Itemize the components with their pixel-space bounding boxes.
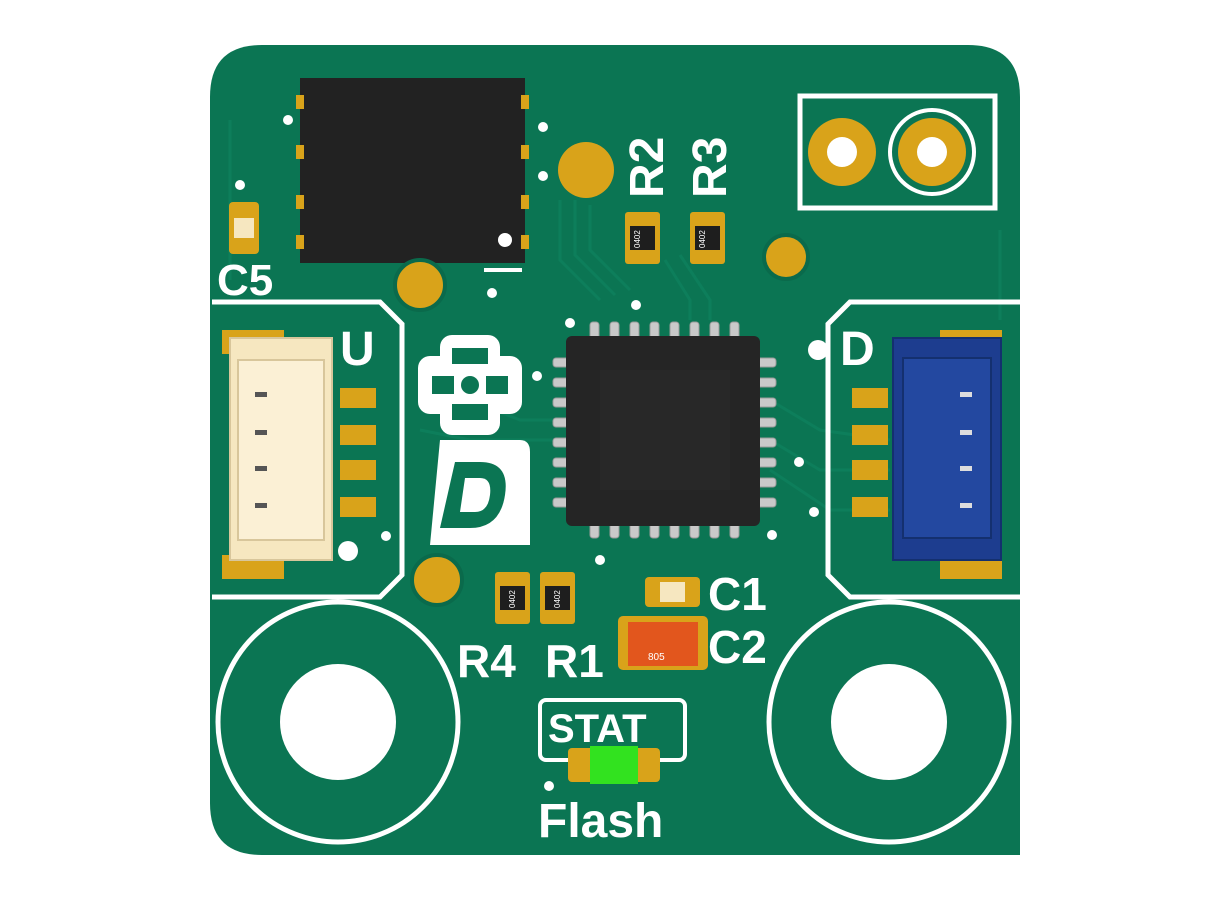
label-c5: C5 bbox=[217, 256, 273, 305]
mcu-chip bbox=[552, 321, 777, 539]
mark-c2: 805 bbox=[648, 652, 665, 663]
connector-d-outline bbox=[825, 299, 1020, 600]
resistor-r1: 0402 bbox=[540, 572, 575, 624]
label-c2: C2 bbox=[708, 621, 767, 673]
label-c1: C1 bbox=[708, 568, 767, 620]
resistor-r4: 0402 bbox=[495, 572, 530, 624]
label-stat: STAT bbox=[548, 707, 647, 751]
label-r2: R2 bbox=[621, 137, 674, 198]
capacitor-c5 bbox=[229, 202, 259, 254]
connector-d bbox=[852, 330, 1002, 579]
resistor-r2: 0402 bbox=[625, 212, 660, 264]
label-u: U bbox=[340, 323, 375, 376]
connector-u-outline bbox=[212, 299, 405, 600]
mark-r4: 0402 bbox=[508, 590, 517, 608]
capacitor-c1 bbox=[645, 577, 700, 607]
mounting-hole-right bbox=[766, 599, 1012, 845]
connector-u bbox=[222, 330, 376, 579]
label-flash: Flash bbox=[538, 795, 663, 848]
label-r4: R4 bbox=[457, 635, 516, 687]
mark-r2: 0402 bbox=[633, 230, 642, 248]
capacitor-c2: 805 bbox=[618, 616, 708, 670]
flash-chip bbox=[296, 78, 529, 272]
via-pads bbox=[393, 142, 810, 607]
puzzle-logo-icon bbox=[418, 335, 522, 435]
label-r1: R1 bbox=[545, 635, 604, 687]
status-led bbox=[568, 746, 660, 784]
resistor-r3: 0402 bbox=[690, 212, 725, 264]
mounting-hole-left bbox=[215, 599, 461, 845]
small-vias bbox=[235, 115, 828, 791]
d-logo-icon bbox=[430, 440, 530, 545]
label-r3: R3 bbox=[684, 137, 737, 198]
mark-r1: 0402 bbox=[553, 590, 562, 608]
label-d: D bbox=[840, 323, 875, 376]
mark-r3: 0402 bbox=[698, 230, 707, 248]
pin-header bbox=[797, 93, 998, 211]
